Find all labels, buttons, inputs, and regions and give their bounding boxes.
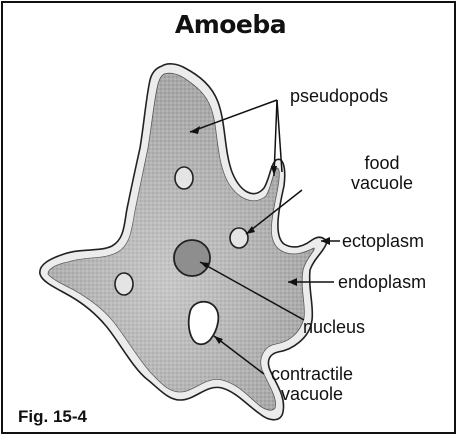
nucleus [174, 240, 210, 276]
label-contractile-vacuole-line1: contractile [262, 364, 362, 384]
label-pseudopods: pseudopods [290, 86, 388, 106]
figure-label: Fig. 15-4 [18, 407, 87, 427]
food-vacuole-right [230, 228, 248, 248]
label-contractile-vacuole: contractile vacuole [262, 364, 362, 404]
food-vacuole-left [115, 273, 133, 295]
diagram-title: Amoeba [0, 10, 461, 40]
label-endoplasm: endoplasm [338, 272, 426, 292]
label-contractile-vacuole-line2: vacuole [262, 384, 362, 404]
label-ectoplasm: ectoplasm [342, 231, 424, 251]
label-food-vacuole-line2: vacuole [340, 173, 424, 193]
food-vacuole-upper-left [175, 167, 193, 189]
label-nucleus: nucleus [303, 317, 365, 337]
label-food-vacuole-line1: food [340, 153, 424, 173]
label-food-vacuole: food vacuole [340, 153, 424, 193]
